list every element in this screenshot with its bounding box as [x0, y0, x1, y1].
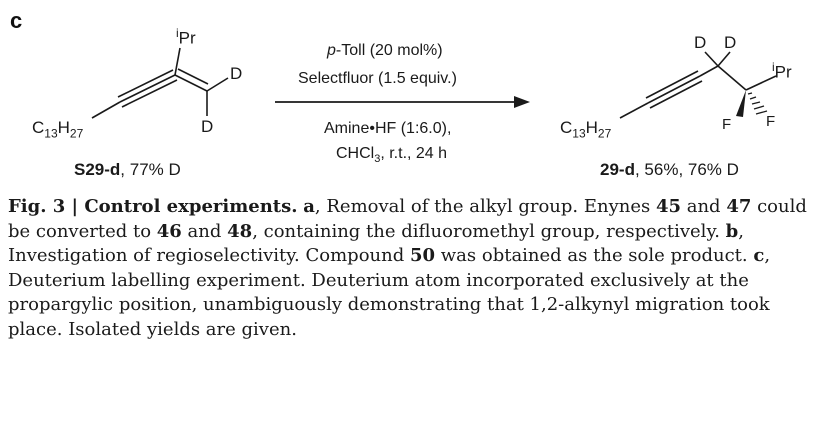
product-propargyl-bond	[699, 65, 719, 77]
product-d1: D	[694, 33, 707, 52]
condition-solvent: CHCl3, r.t., 24 h	[336, 145, 448, 166]
product-f-hash	[747, 92, 768, 115]
reactant-d-top: D	[230, 64, 243, 83]
condition-catalyst: p-Toll (20 mol%)	[327, 42, 443, 59]
product-alkyne-1	[647, 75, 701, 104]
caption-fig-label: Fig. 3 | Control experiments.	[8, 196, 298, 217]
product-cc-bond	[717, 65, 747, 91]
figure-caption: Fig. 3 | Control experiments. a, Removal…	[8, 196, 807, 340]
reactant-ipr-bond	[174, 47, 181, 76]
condition-additive: Amine•HF (1:6.0),	[324, 120, 452, 137]
product-f-wedge	[736, 90, 746, 117]
reactant-ipr-label: iPr	[176, 26, 196, 48]
product-ipr-label: iPr	[772, 60, 792, 82]
reaction-scheme: c	[0, 0, 826, 190]
reactant-id: S29-d, 77% D	[74, 160, 181, 179]
panel-label: c	[10, 8, 23, 33]
reactant-cc-double-1	[174, 74, 208, 92]
product-ipr-bond	[745, 75, 777, 91]
reactant-alkyne-3	[121, 79, 178, 108]
product-chain-bond	[619, 102, 649, 119]
product-alkyne-2	[645, 70, 699, 99]
reactant-d-bottom: D	[201, 117, 214, 136]
product-d2: D	[724, 33, 737, 52]
product-f2: F	[766, 113, 776, 130]
reactant-chain-label: C13H27	[32, 118, 84, 141]
caption-b-label: b	[725, 220, 739, 242]
product-d-bond-1	[704, 51, 719, 67]
reaction-arrow-head	[514, 96, 530, 108]
reactant-cc-double-2	[177, 68, 209, 85]
reactant-alkyne-1	[119, 74, 176, 103]
condition-oxidant: Selectfluor (1.5 equiv.)	[298, 70, 457, 87]
product-chain-label: C13H27	[560, 118, 612, 141]
product-f1: F	[722, 116, 732, 133]
reactant-d-bond-top	[206, 77, 229, 92]
reactant-chain-bond	[91, 101, 121, 119]
product-d-bond-2	[717, 51, 731, 67]
caption-a-label: a	[303, 196, 315, 217]
scheme-bonds	[91, 47, 777, 119]
product-id: 29-d, 56%, 76% D	[600, 160, 739, 179]
product-alkyne-3	[649, 80, 703, 109]
reactant-alkyne-2	[117, 69, 174, 98]
caption-c-label: c	[753, 245, 765, 266]
